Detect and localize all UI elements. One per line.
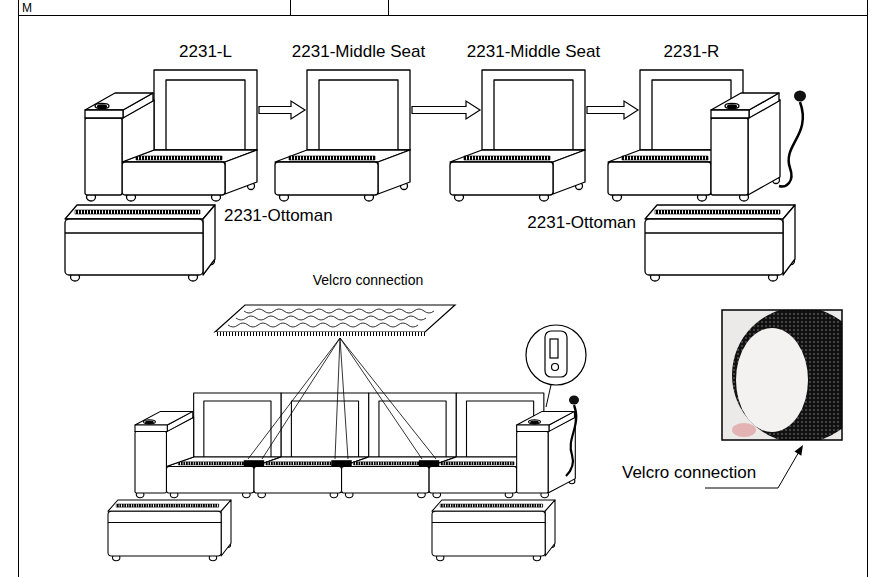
velcro-texture: [228, 323, 418, 327]
assembly-arrow: [587, 101, 638, 119]
header-text: M: [22, 1, 32, 16]
sofa-module-drawing: [429, 393, 575, 498]
part-label: 2231-Ottoman: [224, 206, 333, 226]
velcro-patch: [419, 460, 439, 466]
part-label: 2231-R: [664, 42, 720, 62]
left-arm-seat-module: 2231-L: [154, 70, 257, 150]
middle-seat-module: 2231-Middle Seat: [482, 70, 585, 150]
leader-line: [340, 338, 436, 459]
ottoman-drawing: [65, 205, 215, 281]
leader-line: [546, 385, 551, 407]
console-detail: [545, 331, 567, 377]
velcro-patch: [244, 460, 264, 466]
callout-label: Velcro connection: [622, 463, 756, 483]
velcro-patch: [331, 460, 351, 466]
leader-line: [335, 338, 340, 459]
ottoman-drawing: [432, 500, 555, 561]
frame-line: [290, 0, 291, 15]
frame-line: [18, 15, 868, 16]
leader-line: [262, 338, 340, 459]
callout-label: Velcro connection: [313, 272, 424, 289]
leader-line: [248, 338, 340, 459]
leader-line: [340, 338, 348, 459]
assembly-arrow: [412, 101, 480, 119]
middle-seat-module: 2231-Middle Seat: [307, 70, 410, 150]
velcro-texture: [236, 316, 426, 320]
part-label: 2231-Ottoman: [527, 213, 636, 233]
velcro-texture: [244, 309, 434, 313]
photo-tint: [732, 423, 756, 437]
usb-port: [550, 339, 558, 358]
part-label: 2231-Middle Seat: [467, 42, 600, 62]
sofa-module-drawing: [608, 70, 780, 201]
frame-line: [388, 0, 389, 15]
velcro-ring: [732, 310, 842, 440]
power-cable: [566, 405, 576, 476]
sofa-module-drawing: [450, 70, 585, 201]
leader-line: [340, 338, 422, 459]
power-plug: [569, 396, 579, 405]
button-symbol: [552, 364, 559, 371]
assembled-sofa: [135, 393, 575, 498]
photo-frame: [722, 310, 842, 440]
frame-line: [18, 0, 19, 577]
assembly-arrow: [259, 101, 305, 119]
velcro-texture: [228, 309, 434, 327]
sofa-module-drawing: [85, 70, 257, 201]
part-label: 2231-L: [179, 42, 232, 62]
frame-line: [867, 0, 868, 577]
ottoman-drawing: [108, 500, 231, 561]
part-label: 2231-Middle Seat: [292, 42, 425, 62]
sofa-module-drawing: [275, 70, 410, 201]
power-cable: [779, 102, 803, 186]
velcro-photo: [722, 310, 842, 440]
velcro-fringe: [215, 332, 425, 336]
leader-lines: [248, 338, 436, 459]
frame: [18, 0, 868, 577]
ring-hole: [736, 328, 808, 432]
detail-circle: [526, 325, 586, 385]
ottoman-drawing: [645, 205, 795, 281]
power-plug: [794, 91, 806, 102]
right-arm-seat-module: 2231-R: [640, 70, 743, 150]
arrowhead: [795, 445, 804, 456]
velcro-strip: [215, 305, 455, 332]
